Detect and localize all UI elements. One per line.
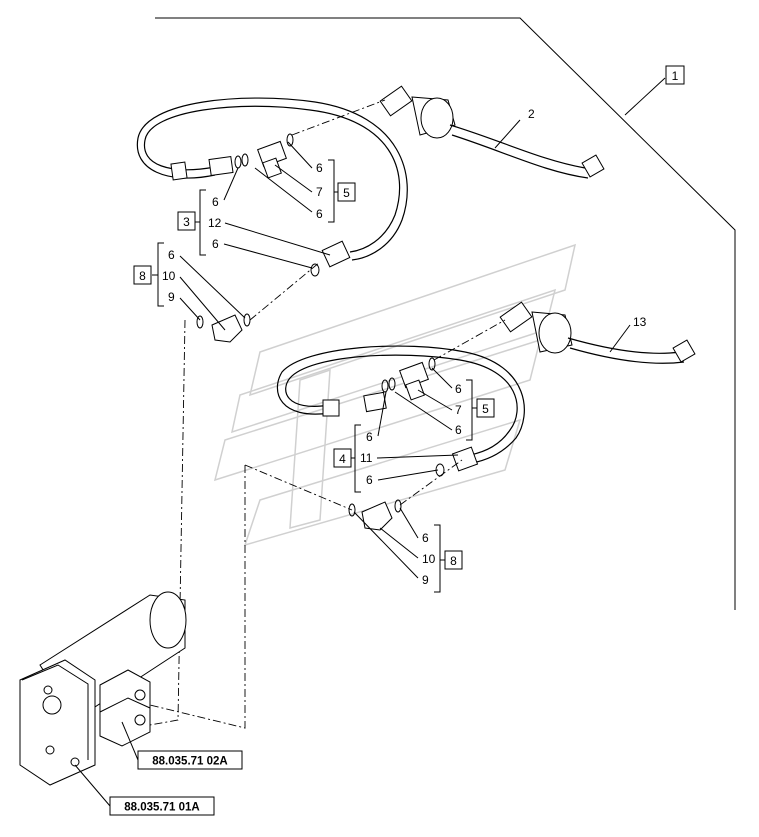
label-10: 10: [422, 552, 436, 566]
box-5: 5: [482, 402, 489, 416]
hose-2: [379, 85, 605, 179]
connection-line-lower: [149, 465, 246, 729]
callout-group-upper-hose: 3 6 12 6: [177, 167, 331, 269]
connection-line-lower-elbow: [244, 464, 353, 511]
valve-block: [19, 591, 187, 786]
watermark: [213, 243, 577, 547]
box-8: 8: [450, 554, 457, 568]
tee-fitting-upper: [234, 133, 294, 179]
ref-label-2: 88.035.71 01A: [74, 764, 215, 816]
box-3: 3: [183, 215, 190, 229]
label-6: 6: [212, 195, 219, 209]
label-6: 6: [366, 430, 373, 444]
hose-13: [499, 301, 696, 364]
callout-group-lower-fitting: 6 7 6 5: [394, 367, 495, 441]
label-6: 6: [455, 382, 462, 396]
leader-2: [494, 119, 521, 149]
connection-line-upper: [149, 319, 186, 726]
label-7: 7: [316, 185, 323, 199]
label-11: 11: [360, 451, 373, 465]
callout-group-lower-elbow: 6 10 9 8: [353, 507, 463, 593]
upper-hose-assembly: [136, 85, 605, 343]
elbow-lower: [348, 499, 402, 531]
callout-1-label: 1: [672, 69, 679, 83]
leader-1: [624, 77, 666, 116]
callout-group-upper-elbow: 8 6 10 9: [133, 242, 246, 331]
callout-group-upper-fitting: 6 7 6 5: [254, 141, 356, 223]
label-10: 10: [162, 269, 176, 283]
label-6: 6: [316, 161, 323, 175]
label-6: 6: [455, 423, 462, 437]
box-5: 5: [343, 186, 350, 200]
ref-label-1: 88.035.71 02A: [121, 721, 243, 770]
elbow-upper: [196, 313, 251, 343]
callout-1: 1: [665, 65, 685, 85]
label-9: 9: [168, 290, 175, 304]
callout-2-label: 2: [528, 107, 535, 121]
label-12: 12: [208, 216, 222, 230]
label-6: 6: [316, 207, 323, 221]
label-6: 6: [212, 237, 219, 251]
label-7: 7: [455, 403, 462, 417]
label-6: 6: [422, 531, 429, 545]
callout-13-label: 13: [633, 315, 647, 329]
tee-fitting-lower: [381, 357, 436, 401]
box-8: 8: [139, 269, 146, 283]
callout-group-lower-hose: 4 6 11 6: [333, 391, 459, 493]
leader-13: [609, 324, 631, 353]
label-6: 6: [366, 473, 373, 487]
ref-88-035-71-01a: 88.035.71 01A: [124, 802, 199, 814]
lower-hose-assembly: [276, 301, 696, 531]
group-1-outline: [155, 17, 736, 610]
label-6: 6: [168, 248, 175, 262]
box-4: 4: [339, 452, 346, 466]
label-9: 9: [422, 573, 429, 587]
ref-88-035-71-02a: 88.035.71 02A: [152, 756, 227, 768]
